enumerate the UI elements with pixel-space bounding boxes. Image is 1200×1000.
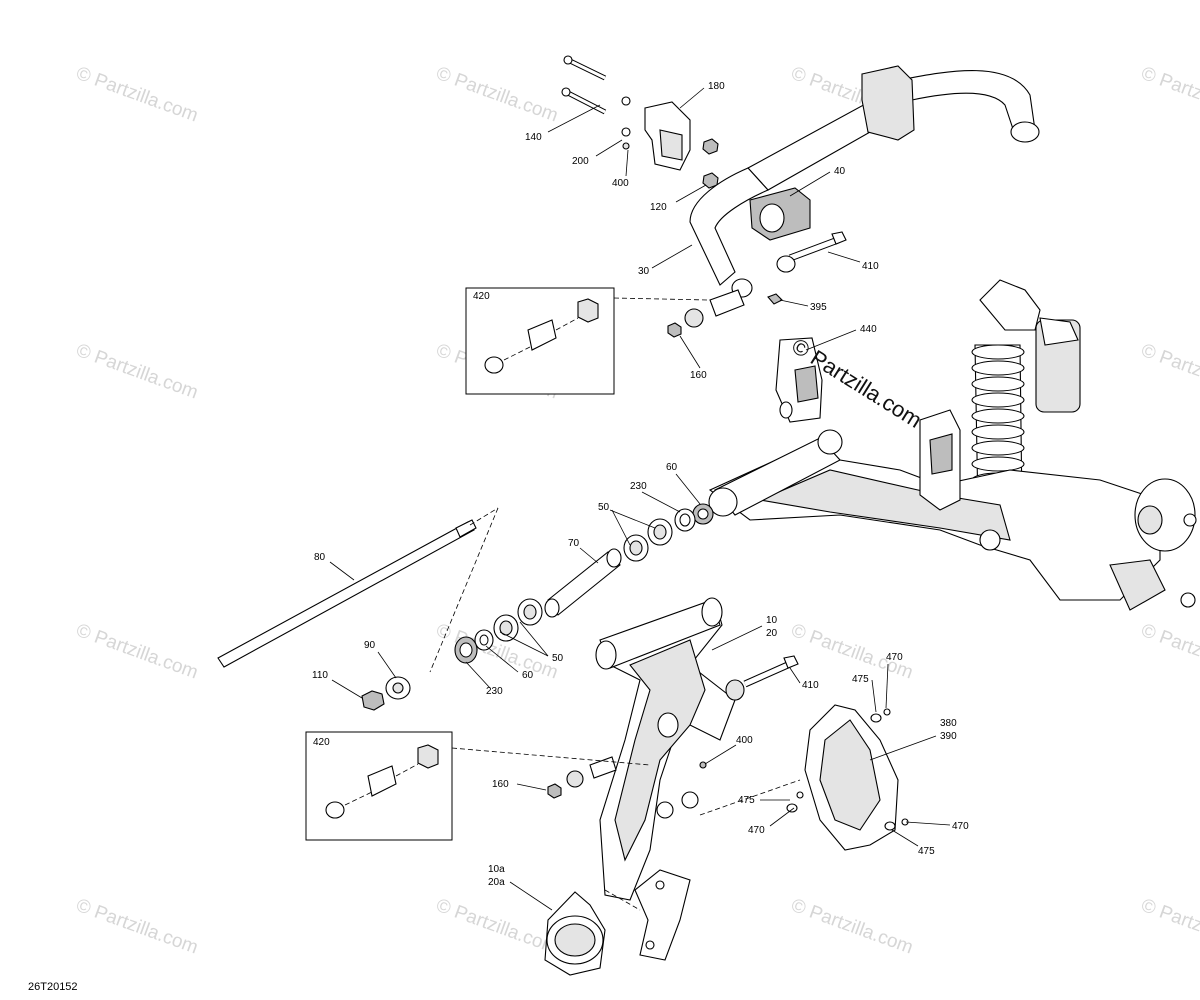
watermark: © Partzilla.com	[433, 895, 560, 959]
link-bracket-440	[775, 337, 823, 423]
insert-400	[622, 142, 630, 150]
watermark: © Partzilla.com	[73, 340, 200, 404]
callout-390: 390	[940, 731, 957, 742]
callout-140: 140	[525, 132, 542, 143]
leader-lines	[329, 87, 951, 911]
callout-400-lower: 400	[736, 735, 753, 746]
callout-120: 120	[650, 202, 667, 213]
watermark: © Partzilla.com	[73, 895, 200, 959]
callout-410: 410	[862, 261, 879, 272]
callout-400: 400	[612, 178, 629, 189]
callout-470: 470	[886, 652, 903, 663]
callout-230: 230	[630, 481, 647, 492]
watermark: © Partzilla.com	[1138, 63, 1200, 127]
callout-160: 160	[690, 370, 707, 381]
callout-180: 180	[708, 81, 725, 92]
callout-60-lower: 60	[522, 670, 534, 681]
watermark: © Partzilla.com	[1138, 620, 1200, 684]
watermark: © Partzilla.com	[1138, 895, 1200, 959]
callout-410-lower: 410	[802, 680, 819, 691]
callout-70: 70	[568, 538, 580, 549]
watermark: © Partzilla.com	[433, 63, 560, 127]
callout-labels: 180 140 200 400 120 40 410 30 395 420 16…	[312, 81, 969, 888]
inset-box-420-bottom	[305, 731, 453, 841]
watermark: © Partzilla.com	[73, 620, 200, 684]
guard-380	[786, 704, 909, 851]
callout-395: 395	[810, 302, 827, 313]
callout-160-lower: 160	[492, 779, 509, 790]
callout-40: 40	[834, 166, 846, 177]
callout-50: 50	[598, 502, 610, 513]
callout-470-b: 470	[748, 825, 765, 836]
watermark: © Partzilla.com	[788, 895, 915, 959]
callout-50-lower: 50	[552, 653, 564, 664]
callout-420: 420	[473, 291, 490, 302]
nut-160	[667, 322, 682, 338]
nut-110	[361, 690, 385, 711]
lower-fasteners	[451, 747, 707, 799]
bolt-410-top	[776, 231, 847, 273]
upper-a-arm	[708, 409, 1197, 611]
callout-470-c: 470	[952, 821, 969, 832]
callout-20: 20	[766, 628, 778, 639]
callout-440: 440	[860, 324, 877, 335]
callout-20a: 20a	[488, 877, 505, 888]
lower-a-arm	[595, 597, 801, 901]
bolt-140-lower	[561, 87, 607, 115]
callout-380: 380	[940, 718, 957, 729]
sway-bar-assembly	[561, 55, 1040, 338]
inset-box-420-top	[465, 287, 709, 395]
pin-395	[767, 293, 783, 305]
watermark: © Partzilla.com	[73, 63, 200, 127]
washer-200	[621, 96, 631, 106]
callout-475-c: 475	[918, 846, 935, 857]
callout-10: 10	[766, 615, 778, 626]
callout-90: 90	[364, 640, 376, 651]
callout-230-lower: 230	[486, 686, 503, 697]
callout-475: 475	[852, 674, 869, 685]
bolt-140-upper	[563, 55, 607, 81]
callout-80: 80	[314, 552, 326, 563]
bar-clamp	[861, 65, 915, 141]
bolt-410-bottom	[743, 655, 799, 688]
pivot-parts	[217, 503, 714, 711]
callout-30: 30	[638, 266, 650, 277]
callout-420-lower: 420	[313, 737, 330, 748]
callout-60: 60	[666, 462, 678, 473]
hub-bracket-10a	[544, 869, 691, 976]
callout-110: 110	[312, 670, 328, 681]
callout-475-b: 475	[738, 795, 755, 806]
callout-200: 200	[572, 156, 589, 167]
callout-10a: 10a	[488, 864, 505, 875]
watermark: © Partzilla.com	[1138, 340, 1200, 404]
nut-120	[702, 138, 719, 155]
washer-200	[621, 127, 631, 137]
pivot-shaft-80	[217, 507, 499, 673]
diagram-code: 26T20152	[28, 981, 78, 993]
sleeve-70	[544, 548, 622, 618]
